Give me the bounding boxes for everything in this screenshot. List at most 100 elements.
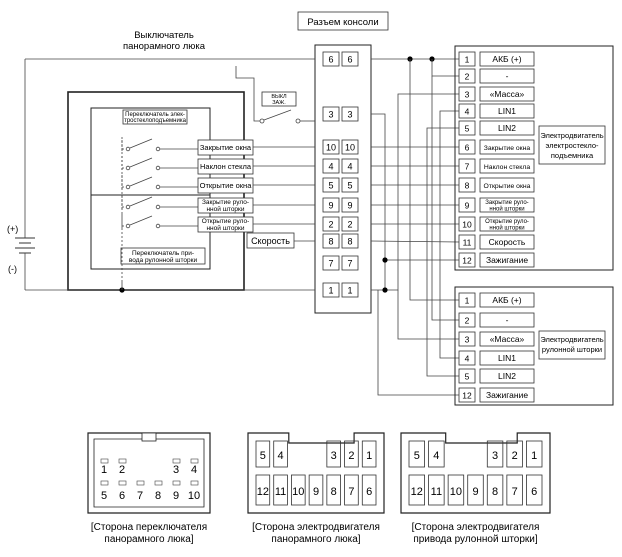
connector-pin-number: 8	[492, 486, 498, 498]
speed-label: Скорость	[251, 236, 290, 246]
motor1-pin-label-box	[479, 120, 535, 136]
motor2-pin-label: «Масса»	[490, 334, 525, 344]
motor1-pin-label: Скорость	[489, 237, 526, 247]
connector-pin-number: 11	[431, 486, 442, 498]
switch-button-box	[197, 216, 254, 233]
motor2-pin-label-box	[479, 387, 535, 403]
motor1-pin-number: 11	[463, 238, 472, 248]
console-pin-number: 5	[347, 181, 352, 191]
console-pin-box	[322, 139, 340, 155]
switch-button-box	[197, 158, 254, 175]
connector-pin-number: 12	[257, 486, 269, 498]
console-pin-number: 9	[328, 201, 333, 211]
motor1-pin-label: -	[506, 71, 509, 81]
console-pin-box	[341, 197, 359, 213]
motor1-pin-number: 12	[462, 256, 472, 266]
motor1-pin-number: 6	[465, 143, 470, 153]
motor1-pin-label: Открытие окна	[484, 183, 531, 190]
console-pin-box	[322, 106, 340, 122]
console-pin-number: 5	[328, 181, 333, 191]
motor1-pin-num-box	[458, 158, 476, 174]
motor2-pin-number: 1	[465, 296, 470, 306]
switch-button-label: Открытие руло-	[202, 218, 250, 225]
console-pin-number: 1	[328, 286, 333, 296]
motor1-pin-label-box	[479, 158, 535, 174]
connector-pin-number: 5	[101, 490, 107, 502]
motor2-pin-label: LIN2	[498, 371, 516, 381]
console-pin-number: 3	[328, 110, 333, 120]
console-pin-box	[341, 255, 359, 271]
console-pin-number: 4	[328, 162, 333, 172]
connector-caption: [Сторона электродвигателя	[412, 522, 540, 533]
motor1-pin-num-box	[458, 103, 476, 119]
motor2-box	[454, 286, 614, 406]
switch-button-box	[197, 139, 254, 156]
connector-pin-number: 10	[188, 490, 200, 502]
connector-caption: [Сторона переключателя	[91, 522, 207, 533]
motor1-pin-label: нной шторки	[489, 225, 524, 232]
switch-title-line2: панорамного люка	[123, 41, 206, 52]
console-pin-number: 8	[347, 237, 352, 247]
motor2-title-1: Электродвигатель	[540, 335, 603, 344]
connector-pin-number: 4	[433, 450, 439, 462]
console-pin-box	[322, 233, 340, 249]
battery-minus: (-)	[8, 264, 17, 274]
motor1-pin-label-box	[479, 51, 535, 67]
connector-pin-number: 3	[173, 464, 179, 476]
connector-pin-number: 10	[292, 486, 304, 498]
connector-pin-number: 2	[512, 450, 518, 462]
console-pin-box	[341, 216, 359, 232]
connector-caption: панорамного люка]	[271, 534, 360, 545]
motor1-pin-num-box	[458, 51, 476, 67]
motor1-pin-num-box	[458, 120, 476, 136]
motor1-pin-label-box	[479, 177, 535, 193]
motor2-pin-label: -	[506, 315, 509, 325]
motor1-pin-num-box	[458, 197, 476, 213]
console-pin-box	[322, 255, 340, 271]
motor1-pin-label-box	[479, 252, 535, 268]
connector-caption: панорамного люка]	[104, 534, 193, 545]
motor1-pin-label-box	[479, 197, 535, 213]
connector-pin-number: 1	[531, 450, 537, 462]
window-switch-label-1: Переключатель элек-	[125, 112, 185, 118]
console-pin-box	[322, 216, 340, 232]
connector-pin-number: 6	[119, 490, 125, 502]
motor1-pin-num-box	[458, 68, 476, 84]
motor1-title-3: подъемника	[551, 151, 594, 160]
motor1-pin-number: 2	[465, 72, 470, 82]
motor2-pin-label-box	[479, 292, 535, 308]
connector-pin-number: 7	[512, 486, 518, 498]
motor1-pin-label-box	[479, 103, 535, 119]
motor1-pin-label: Закрытие руло-	[485, 200, 528, 206]
motor2-pin-num-box	[458, 292, 476, 308]
motor2-pin-num-box	[458, 350, 476, 366]
switch-button-box	[197, 197, 254, 214]
motor2-pin-num-box	[458, 331, 476, 347]
console-pin-number: 7	[328, 259, 333, 269]
motor1-pin-label: Закрытие окна	[484, 145, 531, 152]
motor2-pin-label-box	[479, 368, 535, 384]
console-pin-box	[322, 197, 340, 213]
motor1-title-1: Электродвигатель	[540, 131, 603, 140]
console-pin-number: 2	[328, 220, 333, 230]
blind-switch-label-1: Переключатель при-	[132, 250, 194, 257]
motor1-pin-number: 3	[465, 90, 470, 100]
connector-pin-number: 11	[275, 486, 286, 498]
motor1-pin-label: АКБ (+)	[492, 54, 521, 64]
motor2-pin-label-box	[479, 350, 535, 366]
motor2-pin-number: 12	[462, 391, 472, 401]
connector-pin-number: 1	[366, 450, 372, 462]
motor1-pin-label-box	[479, 216, 535, 232]
console-pin-number: 2	[347, 220, 352, 230]
connector-pin-number: 2	[348, 450, 354, 462]
ign-switch-label-2: ЗАЖ.	[272, 100, 286, 106]
console-title: Разъем консоли	[307, 17, 378, 28]
motor2-pin-number: 4	[465, 354, 470, 364]
console-pin-number: 4	[347, 162, 352, 172]
motor1-pin-num-box	[458, 252, 476, 268]
motor2-pin-label: LIN1	[498, 353, 516, 363]
connector-pin-number: 8	[331, 486, 337, 498]
